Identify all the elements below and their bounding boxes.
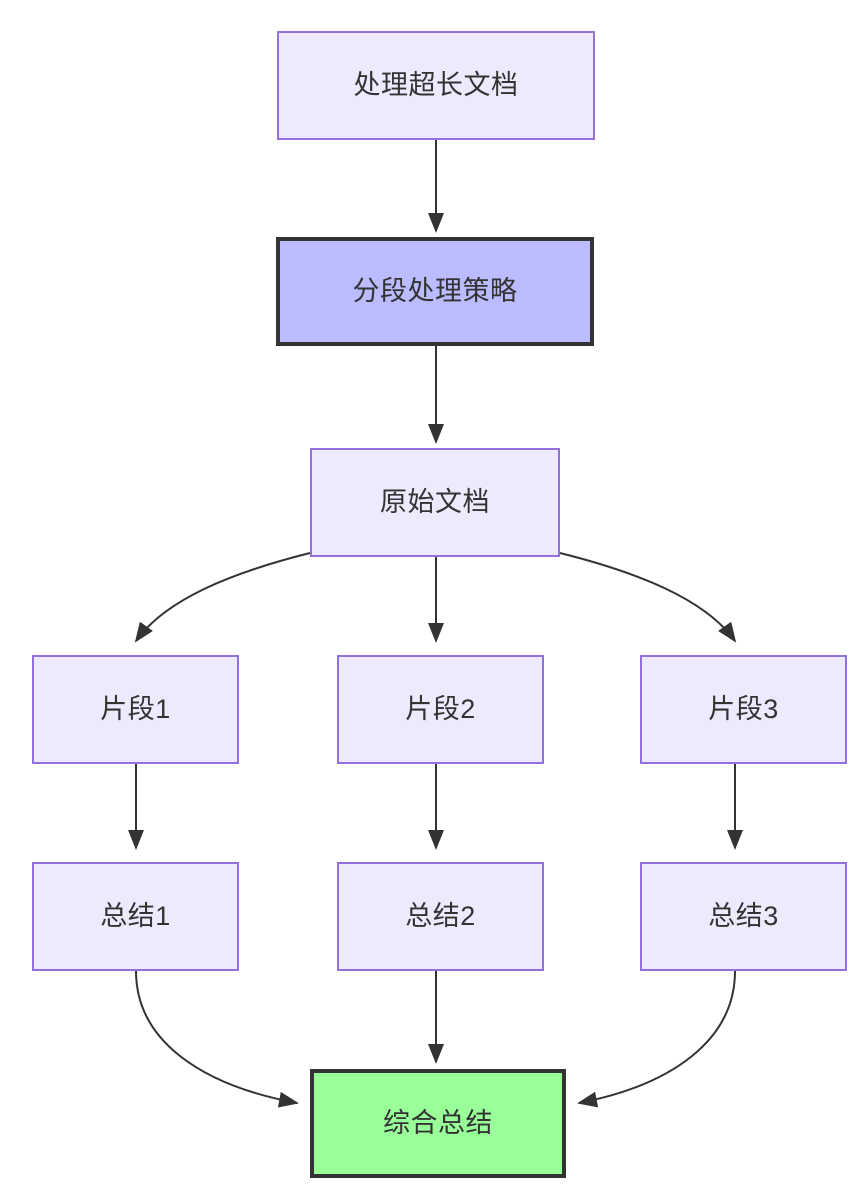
node-fragment-2[interactable]: 片段2 (337, 655, 544, 764)
node-fragment-3[interactable]: 片段3 (640, 655, 847, 764)
node-summary-1[interactable]: 总结1 (32, 862, 239, 971)
node-label: 总结3 (708, 901, 779, 932)
node-label: 原始文档 (380, 487, 490, 518)
edge-n3-to-n6 (559, 552, 737, 643)
node-label: 片段2 (405, 694, 476, 725)
node-combined-summary[interactable]: 综合总结 (310, 1069, 566, 1178)
edge-n9-to-n10 (577, 970, 736, 1108)
node-label: 片段3 (708, 694, 779, 725)
node-process-long-document[interactable]: 处理超长文档 (277, 31, 595, 140)
node-summary-3[interactable]: 总结3 (640, 862, 847, 971)
edge-n7-to-n10 (135, 970, 299, 1108)
edge-n3-to-n4 (134, 552, 311, 643)
node-label: 处理超长文档 (353, 70, 519, 101)
node-label: 综合总结 (383, 1108, 493, 1139)
node-label: 分段处理策略 (352, 276, 518, 307)
node-summary-2[interactable]: 总结2 (337, 862, 544, 971)
node-original-document[interactable]: 原始文档 (310, 448, 560, 557)
node-chunking-strategy[interactable]: 分段处理策略 (276, 237, 594, 346)
node-label: 总结2 (405, 901, 476, 932)
node-label: 片段1 (100, 694, 171, 725)
node-fragment-1[interactable]: 片段1 (32, 655, 239, 764)
node-label: 总结1 (100, 901, 171, 932)
